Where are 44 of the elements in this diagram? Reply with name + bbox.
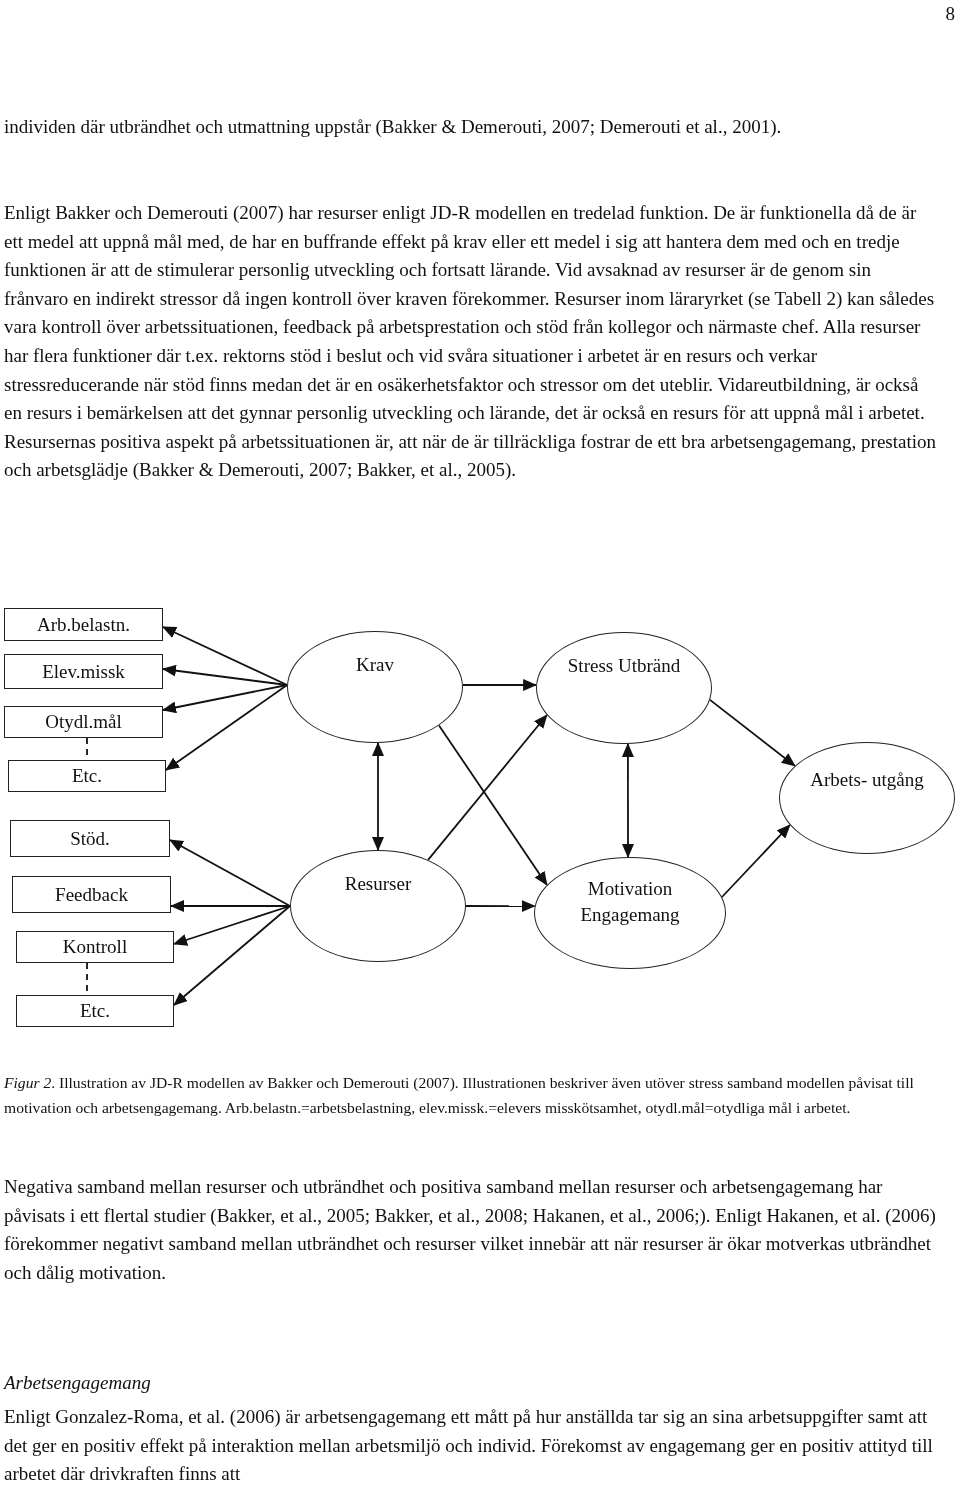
- arrow: [162, 626, 288, 686]
- arrow: [162, 684, 288, 714]
- node-label: Elev.missk: [42, 659, 125, 684]
- arrow: [709, 699, 796, 767]
- section-heading: Arbetsengagemang: [4, 1371, 152, 1395]
- factor-box: [4, 654, 163, 689]
- factor-box: [4, 608, 163, 641]
- arrow: [427, 714, 548, 861]
- arrow: [372, 742, 384, 851]
- figure-caption: Figur 2. Illustration av JD-R modellen av Bakker och Demerouti (2007). Illustrationen beskriver även utöver stress samband modellen påvisat till motivation och arbetsengagemang. Arb.belastn.=arbetsbelastning, elev.missk.=elevers misskötsamhet, otydl.mål=otydliga mål i arbetet.: [4, 1073, 915, 1118]
- arrow: [465, 900, 536, 913]
- node-label: Resurser: [344, 872, 412, 896]
- node-label: Otydl.mål: [45, 710, 122, 734]
- factor-box: [16, 931, 174, 963]
- arrow: [165, 684, 288, 771]
- factor-box: [10, 820, 170, 857]
- node-label: Kontroll: [62, 935, 128, 959]
- arrow: [438, 724, 548, 886]
- factor-box: [12, 876, 171, 913]
- node-label: Feedback: [55, 882, 128, 907]
- arrow: [162, 664, 288, 686]
- page-number: 8: [944, 2, 955, 26]
- node-label: Arbets- utgång: [810, 768, 924, 792]
- factor-box: [4, 706, 163, 738]
- body-paragraph: Negativa samband mellan resurser och utbrändhet och positiva samband mellan resurser och arbetsengagemang har påvisats i ett flertal studier (Bakker, et al., 2005; Bakker, et al., 2008; Hakanen, et al., 2006;). Enligt Hakanen, et al. (2006) förekommer negativt samband mellan utbrändhet och resurser vilket innebär att när resurser är ökar motverkas utbrändhet och dålig motivation.: [4, 1175, 937, 1285]
- body-paragraph: Enligt Gonzalez-Roma, et al. (2006) är arbetsengagemang ett mått på hur anställda tar sig an sina arbetsuppgifter samt att det ger en positiv effekt på interaktion mellan arbetsmiljö och individ. Förekomst av engagemang ger en positiv attityd till arbetet där drivkraften finns att: [4, 1405, 934, 1487]
- node-label: Motivation Engagemang: [579, 877, 681, 927]
- node-label: Stöd.: [70, 826, 110, 851]
- arrow: [621, 742, 634, 858]
- node-label: Krav: [356, 653, 394, 677]
- arrow: [173, 905, 291, 946]
- body-paragraph: Enligt Bakker och Demerouti (2007) har resurser enligt JD-R modellen en tredelad funktion. De är funktionella då de är ett medel att uppnå mål med, de har en buffrande effekt på krav eller ett medel i sig att hantera dem med och en tredje funktionen är att de stimulerar personlig utveckling och fortsatt lärande. Vid avsaknad av resurser är de genom sin frånvaro en indirekt stressor då ingen kontroll över kraven förekommer. Resurser inom läraryrket (se Tabell 2) kan således vara kontroll över arbetssituationen, feedback på arbetsprestation och stöd från kollegor och närmaste chef. Alla resurser har flera funktioner där t.ex. rektorns stöd i beslut och vid svåra situationer i arbetet är en resurs och verkar stressreducerande när stöd finns medan det är en osäkerhetsfaktor och stressor om det uteblir. Vidareutbildning, är också en resurs i bemärkelsen att det gynnar personlig utveckling och lärande, det är också en resurs för att uppnå mål i arbetet. Resursernas positiva aspekt på arbetssituationen är, att när de är tillräckliga fostrar de ett bra arbetsengagemang, prestation och arbetsglädje (Bakker & Demerouti, 2007; Bakker, et al., 2005).: [4, 201, 937, 483]
- node-label: Etc.: [71, 764, 103, 788]
- body-paragraph: individen där utbrändhet och utmattning uppstår (Bakker & Demerouti, 2007; Demerouti et al., 2001).: [4, 115, 783, 139]
- node-label: Arb.belastn.: [37, 612, 130, 637]
- arrow: [462, 679, 538, 691]
- factor-box: [8, 760, 166, 792]
- arrow: [170, 900, 291, 912]
- node-label: Stress Utbränd: [567, 654, 681, 678]
- arrow: [169, 839, 291, 907]
- arrow: [173, 905, 291, 1006]
- arrow: [721, 824, 791, 898]
- node-label: Etc.: [79, 999, 111, 1023]
- factor-box: [16, 995, 174, 1027]
